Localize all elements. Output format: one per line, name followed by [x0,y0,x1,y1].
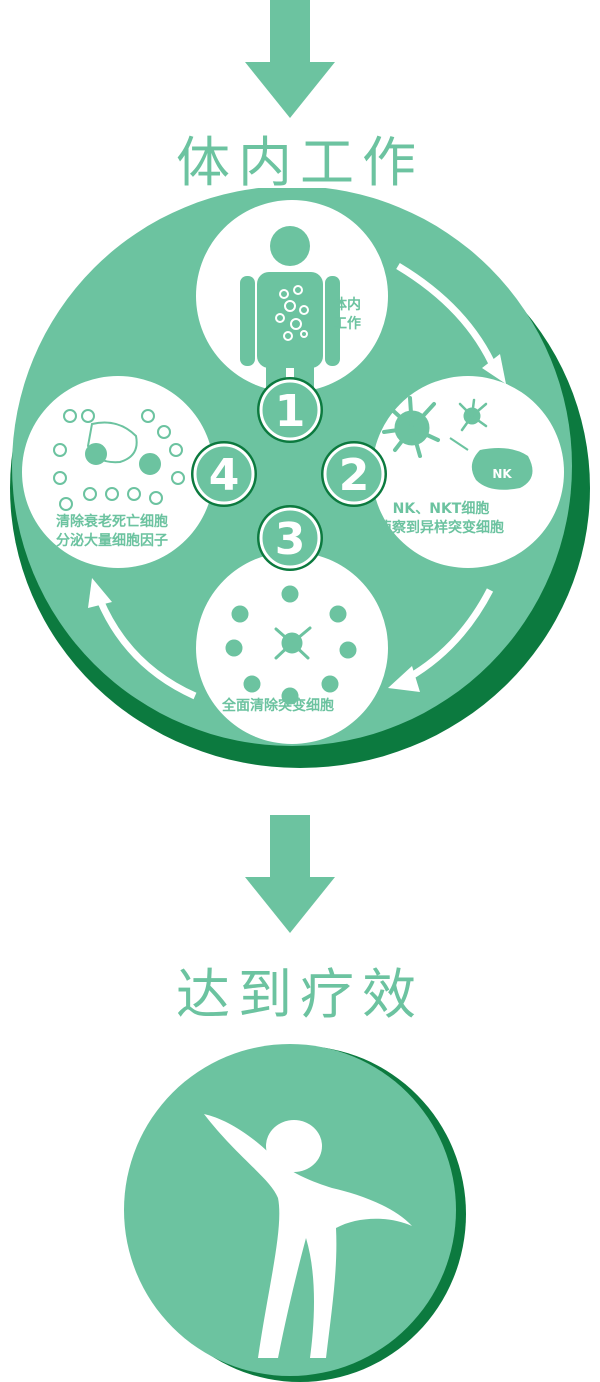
result-circle [124,1044,466,1382]
cycle-diagram: NK 1 2 3 4 [10,188,590,768]
step4-number: 4 [209,450,240,501]
step2-circle [372,376,564,568]
stage-title-in-body-work: 体内工作 [176,131,424,194]
immune-cell-icon [53,409,185,511]
step3-label: 全面清除突变细胞 [222,698,334,714]
step4-label: 清除衰老死亡细胞 分泌大量细胞因子 [56,514,168,549]
step3-number: 3 [275,514,306,565]
step4-circle [22,376,214,568]
step1-label: 体内 工作 [333,297,361,332]
down-arrow-icon [245,815,335,933]
cycle-arrow-1to2 [396,262,499,372]
step2-badge: 2 [321,441,387,507]
step2-label: NK、NKT细胞 侦察到异样突变细胞 [378,501,504,536]
cycle-arrow-3to4 [96,598,197,700]
stage-title-result: 达到疗效 [176,963,424,1026]
step1-badge: 1 [257,377,323,443]
down-arrow-icon [245,0,335,118]
step2-number: 2 [339,450,370,501]
immune-cell-icon [382,396,533,490]
immune-cell-icon [225,585,357,705]
jumping-person-icon [204,1114,412,1358]
step3-badge: 3 [257,505,323,571]
step1-number: 1 [275,386,306,437]
cycle-disc [12,188,572,746]
cycle-arrow-2to3 [406,588,494,682]
nk-cell-tag: NK [492,467,512,481]
step4-badge: 4 [191,441,257,507]
